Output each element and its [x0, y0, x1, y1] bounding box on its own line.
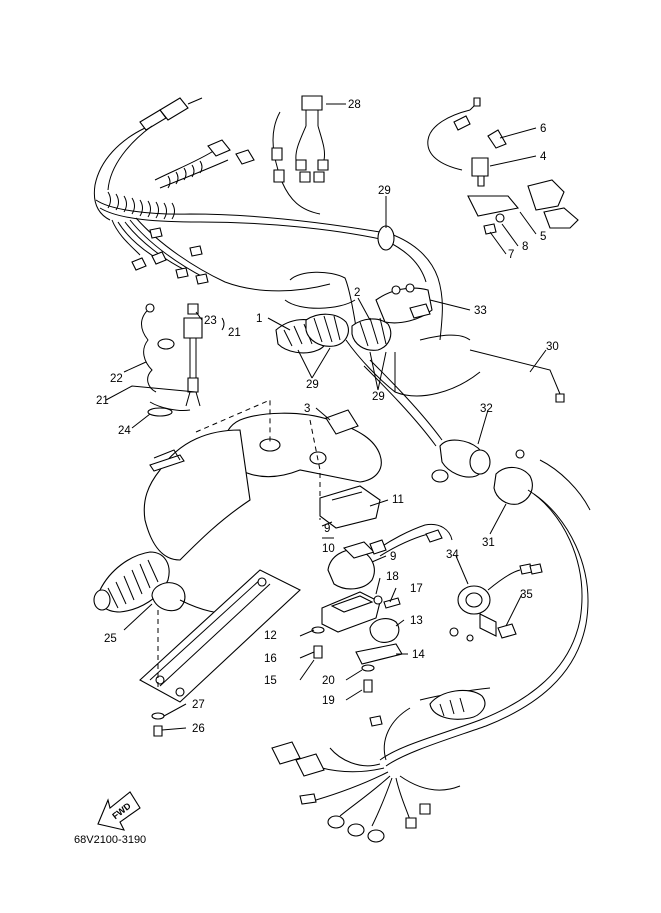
callout-10: 10: [322, 543, 335, 555]
callout-5: 5: [540, 231, 546, 243]
callout-35: 35: [520, 589, 533, 601]
bracket-mark-21-23: [221, 317, 225, 331]
caution-label: [325, 409, 359, 435]
stop-switch-lanyard: [141, 303, 203, 417]
switch-mount-and-screws: [311, 591, 403, 693]
callout-4: 4: [540, 151, 547, 163]
callout-12: 12: [264, 630, 277, 642]
switch-assembly-9-11: [319, 485, 453, 590]
callout-29-left: 29: [306, 379, 319, 391]
clamp-and-lead: [377, 225, 565, 403]
callout-numbers: 1 2 3 4 5 6 7 8 9 9 10 11 12 13 14 15 16…: [96, 99, 559, 735]
callout-19: 19: [322, 695, 335, 707]
callout-9-top: 9: [324, 523, 330, 535]
lower-cover-assembly: [139, 569, 301, 737]
callout-33: 33: [474, 305, 487, 317]
callout-32: 32: [480, 403, 493, 415]
warning-buzzer: [449, 563, 543, 642]
callout-30: 30: [546, 341, 559, 353]
diagram-code: 68V2100-3190: [74, 834, 147, 846]
callout-7: 7: [508, 249, 514, 261]
callout-11: 11: [392, 494, 404, 506]
callout-28: 28: [348, 99, 361, 111]
callout-13: 13: [410, 615, 423, 627]
callout-24: 24: [118, 425, 131, 437]
callout-18: 18: [386, 571, 399, 583]
callout-3: 3: [304, 403, 310, 415]
callout-2: 2: [354, 287, 360, 299]
grommets-and-switch: [275, 283, 433, 354]
callout-14: 14: [412, 649, 425, 661]
trim-sender-assembly: [427, 97, 579, 235]
remote-cable-connector: [363, 359, 491, 483]
callout-22: 22: [110, 373, 123, 385]
top-wire-harness: [93, 95, 443, 341]
callout-15: 15: [264, 675, 277, 687]
callout-29-top: 29: [378, 185, 391, 197]
leader-lines: [105, 103, 547, 731]
callout-23: 23: [204, 315, 217, 327]
callout-1: 1: [256, 313, 262, 325]
callout-34: 34: [446, 549, 459, 561]
callout-26: 26: [192, 723, 205, 735]
callout-17: 17: [410, 583, 423, 595]
callout-31: 31: [482, 537, 495, 549]
lower-wire-harness: [271, 687, 491, 843]
callout-6: 6: [540, 123, 546, 135]
callout-21-bottom: 21: [96, 395, 109, 407]
callout-25: 25: [104, 633, 117, 645]
main-harness-connector: [379, 449, 591, 767]
callout-21-top: 21: [228, 327, 241, 339]
callout-29-right: 29: [372, 391, 385, 403]
callout-27: 27: [192, 699, 205, 711]
callout-8: 8: [522, 241, 528, 253]
callout-16: 16: [264, 653, 277, 665]
callout-20: 20: [322, 675, 335, 687]
fwd-arrow-icon: FWD: [97, 791, 141, 831]
callout-9-right: 9: [390, 551, 396, 563]
